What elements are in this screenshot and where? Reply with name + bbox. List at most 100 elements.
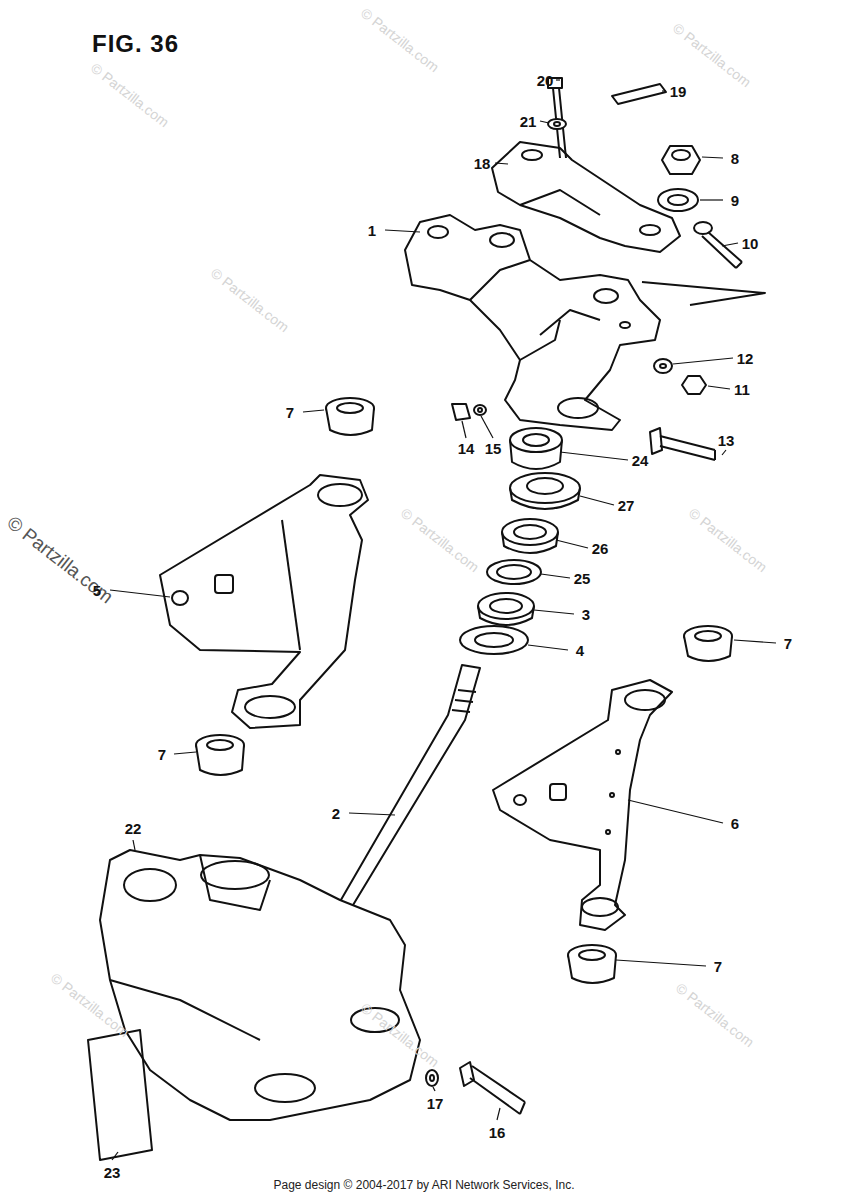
bearing-stack — [478, 606, 534, 625]
watermark: © Partzilla.com — [670, 20, 754, 91]
bracket — [160, 475, 368, 728]
leader-line — [700, 199, 723, 200]
bolt — [470, 1066, 525, 1114]
callout-number: 15 — [485, 440, 502, 457]
callout-number: 8 — [731, 150, 739, 167]
bolt — [460, 1062, 474, 1086]
bracket — [493, 680, 672, 930]
callout-number: 10 — [742, 235, 759, 252]
bracket — [550, 784, 566, 800]
callout-number: 20 — [537, 72, 554, 89]
bracket — [606, 830, 610, 834]
leader-line — [534, 610, 574, 614]
steering-stem — [100, 665, 480, 1120]
grommet — [337, 403, 363, 413]
nut-washer-bolt — [668, 195, 688, 205]
callout-number: 11 — [734, 381, 750, 398]
leader-line — [495, 163, 508, 164]
watermark: © Partzilla.com — [398, 505, 482, 576]
bearing-stack — [475, 633, 513, 647]
leader-line — [580, 496, 614, 505]
leader-line — [673, 358, 733, 364]
bearing-stack — [527, 478, 563, 494]
callout-number: 3 — [582, 606, 590, 623]
handlebar-holder — [522, 150, 542, 160]
plate — [612, 84, 666, 104]
upper-bracket — [428, 226, 448, 238]
bearing-stack — [510, 440, 562, 469]
steering-stem — [201, 861, 269, 889]
callout-number: 22 — [125, 820, 142, 837]
leader-line — [662, 90, 666, 91]
grommet — [196, 398, 732, 983]
leader-line — [110, 80, 776, 1160]
hardware — [654, 359, 672, 373]
bearing-stack — [478, 593, 534, 619]
handlebar-holder — [640, 225, 660, 235]
leader-line — [110, 590, 170, 597]
bracket — [514, 795, 526, 805]
bracket — [610, 793, 614, 797]
callout-number: 12 — [737, 350, 754, 367]
nut-washer-bolt — [672, 150, 690, 160]
bearing-stack — [502, 532, 558, 553]
leader-line — [540, 121, 549, 123]
bearing-stack — [497, 565, 531, 579]
leader-line — [722, 450, 726, 455]
bearing-stack — [510, 428, 562, 452]
bracket — [493, 680, 672, 930]
bearing-stack — [510, 488, 580, 509]
watermark: © Partzilla.com — [208, 265, 292, 336]
bracket — [318, 484, 362, 506]
leader-line — [303, 410, 324, 412]
callout-number: 4 — [576, 642, 584, 659]
bracket — [172, 591, 188, 605]
callout-number: 23 — [104, 1164, 121, 1181]
handlebar-holder — [520, 190, 600, 215]
callout-number: 18 — [474, 155, 491, 172]
hardware — [474, 405, 486, 415]
callout-number: 6 — [731, 815, 739, 832]
hardware — [650, 428, 662, 454]
leader-line — [349, 813, 395, 815]
leader-line — [481, 416, 493, 438]
nut-washer-bolt — [658, 146, 742, 268]
steering-stem — [100, 850, 420, 1120]
leader-line — [734, 640, 776, 643]
callout-number: 24 — [632, 452, 649, 469]
hardware — [660, 436, 715, 460]
steering-stem — [452, 690, 476, 712]
upper-bracket — [642, 282, 765, 305]
hardware — [452, 404, 470, 420]
callout-number: 7 — [286, 404, 294, 421]
rubber-pad — [88, 1030, 152, 1160]
upper-bracket — [470, 260, 600, 360]
steering-stem — [110, 855, 270, 1040]
watermark: © Partzilla.com — [88, 60, 172, 131]
hardware — [478, 408, 482, 412]
callout-number: 26 — [592, 540, 609, 557]
leader-line — [541, 574, 570, 578]
callout-number: 17 — [427, 1095, 444, 1112]
hardware — [660, 364, 666, 368]
grommet — [207, 740, 233, 750]
callout-number: 2 — [332, 805, 340, 822]
bracket — [625, 690, 665, 710]
bracket — [582, 898, 618, 916]
bracket — [616, 750, 620, 754]
upper-bracket — [490, 233, 514, 247]
grommet — [695, 631, 721, 641]
bracket — [160, 475, 368, 728]
leader-line — [133, 840, 135, 850]
bracket — [215, 575, 233, 593]
watermark: © Partzilla.com — [673, 980, 757, 1051]
bolt — [426, 1070, 438, 1086]
bolt — [430, 1075, 434, 1081]
leader-line — [112, 1152, 118, 1160]
bolt — [554, 122, 560, 126]
watermark: © Partzilla.com — [686, 505, 770, 576]
callout-number: 7 — [158, 746, 166, 763]
callout-number: 14 — [458, 440, 475, 457]
leader-line — [462, 421, 466, 438]
leader-line — [174, 752, 196, 754]
